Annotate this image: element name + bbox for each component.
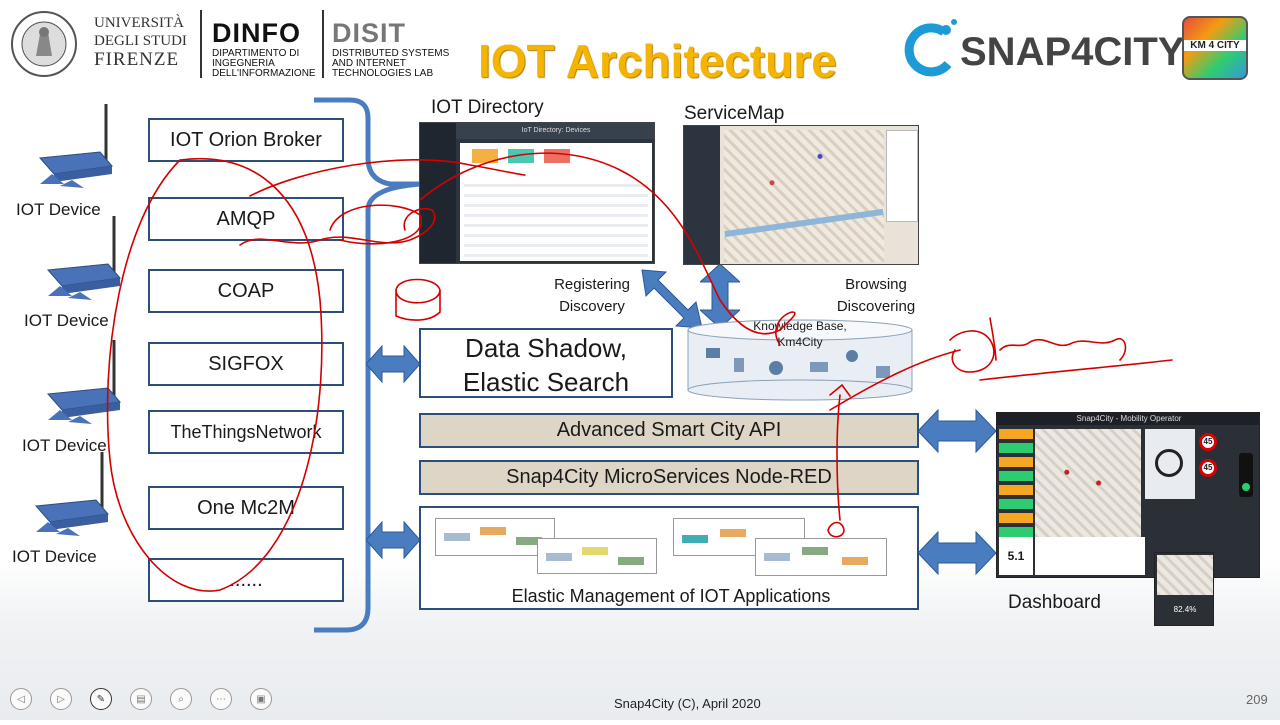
speed-sign-icon: 45 — [1199, 433, 1217, 451]
browsing-caption: Browsing Discovering — [836, 276, 916, 315]
data-shadow-line2: Elastic Search — [462, 367, 630, 397]
dashboard-gauge — [1145, 429, 1195, 499]
university-name: UNIVERSITÀ DEGLI STUDI FIRENZE — [94, 15, 187, 70]
km4city-badge: KM 4 CITY — [1182, 16, 1248, 80]
snap4city-wordmark: SNAP4CITY — [960, 30, 1185, 74]
elastic-management-box: Elastic Management of IOT Applications — [419, 506, 919, 610]
elastic-management-label: Elastic Management of IOT Applications — [511, 586, 831, 606]
nodered-flow-thumbnail — [755, 538, 887, 576]
presenter-view-button[interactable]: ▣ — [250, 688, 272, 710]
disit-logo: DISIT DISTRIBUTED SYSTEMS AND INTERNET T… — [332, 18, 450, 79]
dinfo-logo: DINFO DIPARTIMENTO DI INGEGNERIA DELL'IN… — [212, 18, 316, 79]
pen-tool-button[interactable]: ✎ — [90, 688, 112, 710]
router-icon — [42, 336, 122, 432]
dashboard-label: Dashboard — [1008, 592, 1101, 613]
device-label: IOT Device — [16, 200, 101, 219]
next-slide-button[interactable]: ▷ — [50, 688, 72, 710]
data-shadow-line1: Data Shadow, — [465, 333, 627, 363]
speed-sign-icon: 45 — [1199, 459, 1217, 477]
mobile-percent: 82.4% — [1173, 605, 1197, 614]
directory-header-bar: IoT Directory: Devices — [456, 123, 654, 139]
snap4city-logo-icon — [904, 18, 962, 80]
nodered-flow-thumbnail — [435, 518, 555, 556]
university-seal-icon — [10, 10, 78, 78]
nodered-flow-thumbnail — [537, 538, 657, 574]
page-number: 209 — [1246, 692, 1268, 707]
footer-credit: Snap4City (C), April 2020 — [614, 696, 761, 711]
logo-divider — [322, 10, 324, 78]
dashboard-menu — [999, 429, 1033, 537]
smart-city-api-bar: Advanced Smart City API — [419, 413, 919, 448]
iot-directory-screenshot: IoT Directory: Devices — [419, 122, 655, 264]
iot-directory-label: IOT Directory — [431, 97, 544, 118]
device-label: IOT Device — [22, 436, 107, 455]
dashboard-mobile-screenshot: 82.4% — [1154, 552, 1214, 626]
router-icon — [42, 212, 122, 308]
map-legend — [886, 130, 918, 222]
dashboard-map — [1035, 429, 1141, 537]
map-area — [724, 130, 884, 262]
double-arrow-icon — [365, 518, 421, 562]
directory-content — [460, 143, 652, 261]
mobile-map — [1157, 555, 1213, 595]
dashboard-timeseries — [1035, 537, 1145, 575]
dashboard-value: 5.1 — [999, 537, 1033, 575]
device-label: IOT Device — [12, 547, 97, 566]
map-sidebar — [684, 126, 720, 264]
dashboard-header: Snap4City - Mobility Operator — [997, 413, 1259, 425]
directory-sidebar — [420, 123, 456, 263]
more-options-button[interactable]: ⋯ — [210, 688, 232, 710]
microservices-bar: Snap4City MicroServices Node-RED — [419, 460, 919, 495]
dashboard-screenshot: Snap4City - Mobility Operator 45 45 5.1 — [996, 412, 1260, 578]
traffic-light-icon — [1239, 453, 1253, 497]
slides-overview-button[interactable]: ▤ — [130, 688, 152, 710]
double-arrow-icon — [917, 408, 997, 454]
router-icon — [34, 100, 114, 196]
logo-divider — [200, 10, 202, 78]
service-map-screenshot — [683, 125, 919, 265]
data-shadow-box: Data Shadow, Elastic Search — [419, 328, 673, 398]
service-map-label: ServiceMap — [684, 103, 785, 124]
previous-slide-button[interactable]: ◁ — [10, 688, 32, 710]
registering-caption: Registering Discovery — [554, 276, 630, 315]
zoom-button[interactable]: ⌕ — [170, 688, 192, 710]
router-icon — [30, 448, 110, 544]
double-arrow-icon — [917, 530, 997, 576]
knowledge-base-caption: Knowledge Base, Km4City — [753, 319, 847, 349]
double-arrow-icon — [365, 342, 421, 386]
device-label: IOT Device — [24, 311, 109, 330]
slide-title: IOT Architecture — [478, 35, 837, 87]
